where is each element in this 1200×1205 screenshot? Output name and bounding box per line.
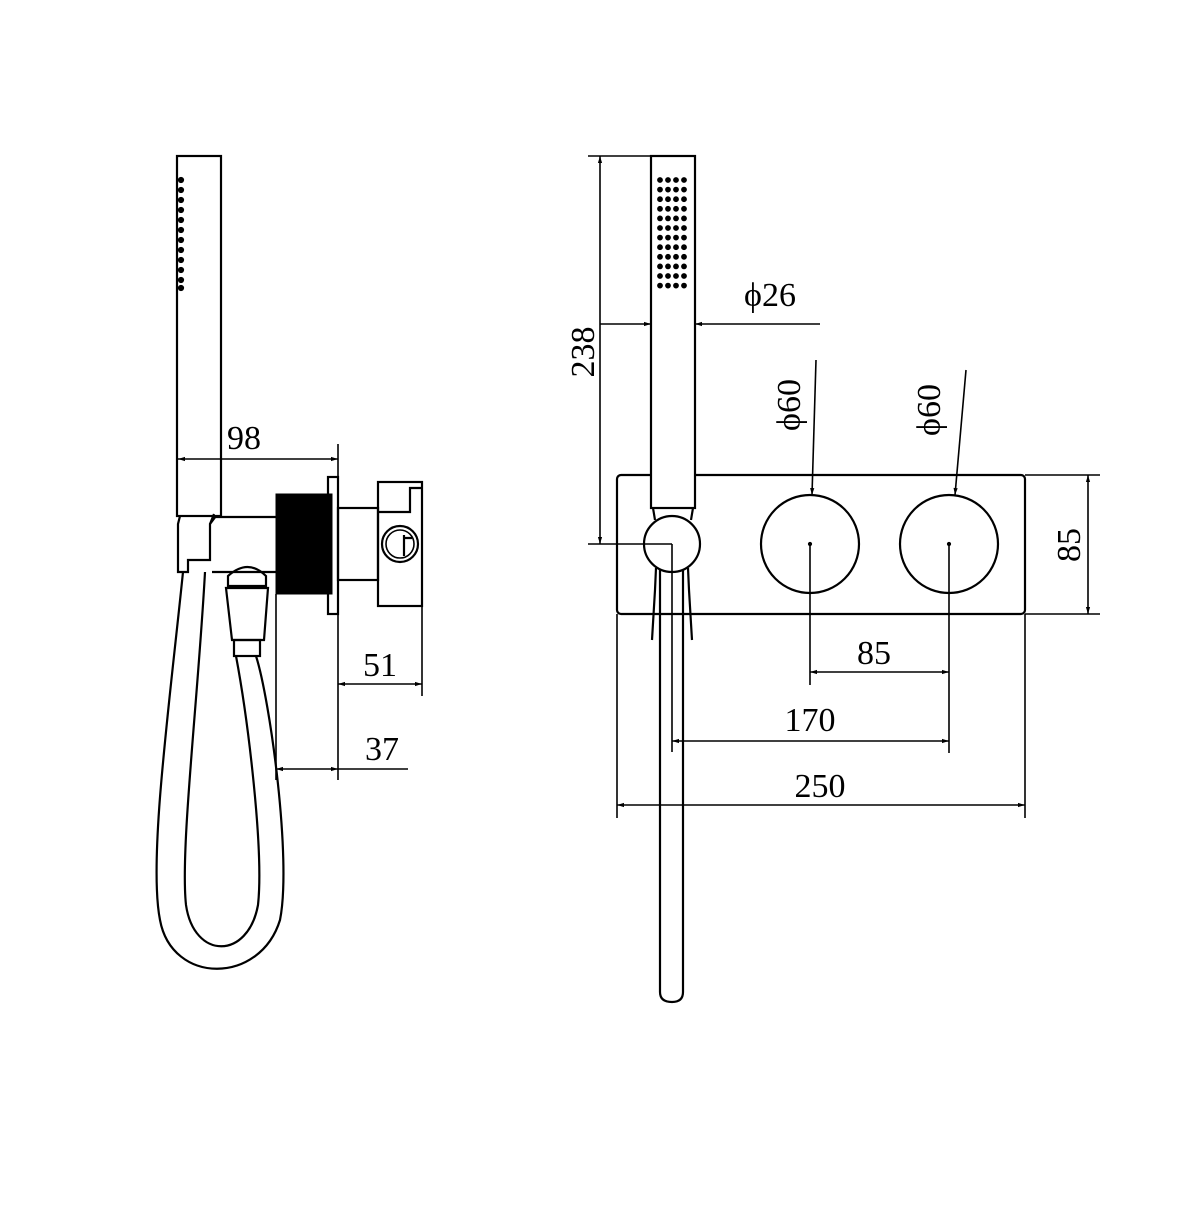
spray-nozzle-grid-icon — [657, 177, 687, 289]
dimension-phi60-left: ϕ60 — [771, 359, 817, 496]
dimension-37: 37 — [275, 594, 408, 780]
dimension-98: 98 — [178, 420, 339, 476]
handshower-front — [649, 154, 697, 521]
dimension-plate-height-85: 85 — [1025, 474, 1100, 615]
spray-nozzles-icon — [177, 176, 185, 292]
dimension-250: 250 — [616, 614, 1026, 818]
dim-label-170: 170 — [785, 702, 836, 739]
dim-label-37: 37 — [365, 731, 399, 768]
dim-label-98: 98 — [227, 420, 261, 457]
threaded-sleeve — [275, 493, 333, 595]
dim-label-85-horizontal: 85 — [857, 635, 891, 672]
holder-and-hose — [642, 514, 702, 1004]
hose-loop — [155, 571, 285, 970]
valve-body-side — [336, 480, 424, 608]
dimension-phi26: ϕ26 — [600, 277, 820, 327]
side-view: 98 51 37 — [155, 154, 424, 970]
dimension-238: 238 — [565, 155, 672, 545]
dim-label-250: 250 — [795, 768, 846, 805]
dim-label-phi60-left: ϕ60 — [771, 379, 808, 431]
dimension-handle-spacing-85: 85 — [809, 544, 950, 753]
handshower-side — [175, 154, 223, 574]
front-view: 238 ϕ26 ϕ60 ϕ60 85 85 — [565, 154, 1100, 1004]
dim-label-51: 51 — [363, 647, 397, 684]
elbow-connector — [212, 515, 276, 658]
dim-label-238: 238 — [565, 327, 602, 378]
dimension-170: 170 — [672, 702, 949, 744]
dim-label-phi60-right: ϕ60 — [911, 384, 948, 436]
dim-label-phi26: ϕ26 — [744, 277, 796, 314]
dim-label-85-vertical: 85 — [1051, 528, 1088, 562]
dimension-phi60-right: ϕ60 — [911, 369, 967, 496]
dimension-51: 51 — [337, 606, 423, 780]
